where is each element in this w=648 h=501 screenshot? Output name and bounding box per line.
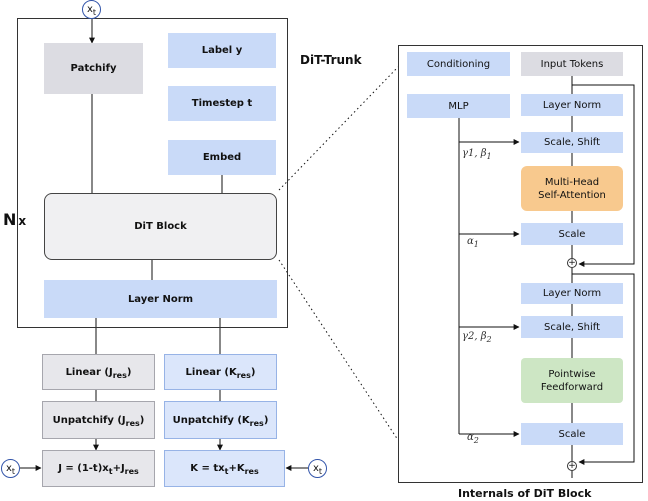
embed-block: Embed: [168, 140, 276, 175]
residual-add-1: +: [567, 258, 577, 268]
mlp-block: MLP: [407, 94, 510, 118]
dit-block: DiT Block: [44, 193, 277, 260]
feedforward-block: Pointwise Feedforward: [521, 358, 623, 403]
scale-shift-2-block: Scale, Shift: [521, 316, 623, 338]
patchify-block: Patchify: [44, 43, 143, 94]
layer-norm-block: Layer Norm: [44, 280, 277, 318]
scale-shift-1-block: Scale, Shift: [521, 132, 623, 153]
param-alpha-1: α1: [467, 236, 479, 249]
internals-caption: Internals of DiT Block: [458, 487, 592, 500]
param-alpha-2: α2: [467, 432, 479, 445]
layer-norm-2-block: Layer Norm: [521, 283, 623, 304]
scale-2-block: Scale: [521, 423, 623, 445]
internals-frame: [398, 45, 643, 483]
dit-trunk-frame: [17, 18, 288, 328]
param-gamma-beta-1: γ1, β1: [462, 148, 492, 161]
layer-norm-1-block: Layer Norm: [521, 94, 623, 116]
conditioning-block: Conditioning: [407, 52, 510, 76]
timestep-block: Timestep t: [168, 86, 276, 121]
input-tokens-block: Input Tokens: [521, 52, 623, 76]
trunk-title: DiT-Trunk: [300, 53, 362, 67]
label-y-block: Label y: [168, 33, 276, 68]
residual-add-2: +: [567, 461, 577, 471]
scale-1-block: Scale: [521, 223, 623, 245]
self-attention-block: Multi-Head Self-Attention: [521, 166, 623, 211]
param-gamma-beta-2: γ2, β2: [462, 331, 492, 344]
